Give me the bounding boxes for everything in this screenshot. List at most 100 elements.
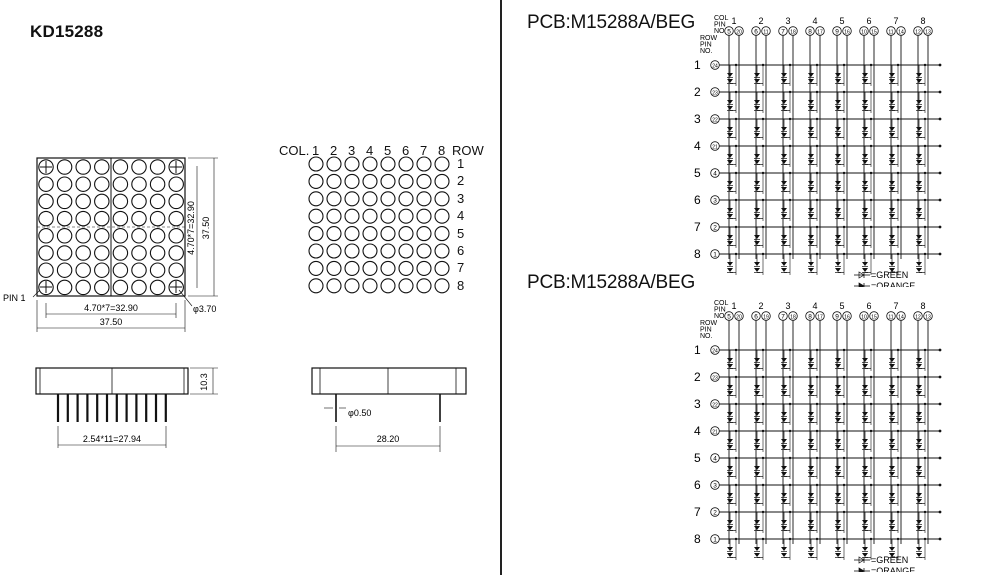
side-view: 10.3 2.54*11=27.94 [35,367,218,448]
row-junction [938,483,942,487]
row-pin-header: ROW [700,320,718,327]
led-cell [781,429,792,452]
matrix-led [434,191,450,207]
led-dot [168,245,184,261]
matrix-row-number: 1 [457,156,465,171]
led-cell [862,402,873,425]
matrix-led [344,278,360,294]
col-pin-number: 14 [898,30,904,36]
col-pin-header: NO [714,313,725,320]
led-cell [862,456,873,479]
led-cell [889,252,900,275]
led-cell [808,402,819,425]
legend-text: =ORANGE [871,566,915,572]
matrix-led [398,173,414,189]
led-cell [916,144,927,167]
row-pin-number: 22 [712,118,718,124]
led-cell [889,144,900,167]
schematic-row-number: 4 [694,139,701,153]
matrix-led [362,278,378,294]
led-cell [754,402,765,425]
led-cell [808,483,819,506]
matrix-led [362,191,378,207]
led-dot [38,176,54,192]
col-pin-number: 6 [754,314,758,321]
matrix-led [434,226,450,242]
col-pin-circle [859,311,869,321]
row-pin-circle [710,195,720,205]
row-junction [938,402,942,406]
led-cell [727,171,738,194]
schematic-col-number: 5 [839,301,844,311]
col-pin-circle [859,26,869,36]
col-pin-number: 9 [835,314,839,321]
led-dot [56,245,73,261]
led-cell [781,483,792,506]
led-cell [754,198,765,221]
led-cell [916,375,927,398]
led-dot [131,176,147,192]
led-dot [94,176,110,192]
led-cell [781,348,792,371]
row-junction [938,144,942,148]
legend-text: =GREEN [871,555,908,565]
led-cell [889,198,900,221]
led-dot [75,279,91,296]
led-cell [808,375,819,398]
col-pin-circle [734,311,744,321]
led-cell [862,198,873,221]
matrix-led [380,278,396,294]
col-pin-number: 19 [763,315,769,321]
row-junction [938,252,942,256]
col-pin-circle [886,311,896,321]
matrix-col-label: COL. [279,143,310,158]
col-pin-header: NO [714,28,725,35]
led-dot [149,245,166,261]
led-dot [149,210,166,227]
led-cell [754,90,765,113]
schematic-col-number: 6 [866,301,871,311]
legend-green: =GREEN [854,270,908,280]
col-pin-number: 13 [925,315,931,321]
matrix-col-number: 1 [312,143,320,158]
col-pin-circle [832,311,842,321]
matrix-row-number: 6 [457,243,465,258]
led-cell [727,429,738,452]
led-cell [916,198,927,221]
led-cell [754,225,765,248]
col-pin-header: COL [714,15,729,22]
row-junction [938,90,942,94]
led-cell [754,483,765,506]
led-cell [781,375,792,398]
led-cell [727,198,738,221]
schematic-row-number: 2 [694,85,701,99]
led-cell [808,510,819,533]
schematic-a-title: PCB:M15288A/BEG [527,12,696,33]
led-cell [835,348,846,371]
schematic-col-number: 8 [920,301,925,311]
part-number: KD15288 [30,22,104,41]
led-cell [916,402,927,425]
matrix-col-number: 4 [366,143,374,158]
end-body [311,367,467,395]
matrix-row-number: 3 [457,190,465,206]
matrix-led [326,278,342,294]
row-pin-header: NO. [700,333,713,340]
led-dot [112,228,129,244]
row-pin-circle [710,114,720,124]
led-dot [149,193,166,210]
led-dot [112,210,129,227]
led-dot [112,159,129,175]
row-pin-number: 3 [713,483,717,490]
col-pin-number: 17 [817,315,823,321]
matrix-row-label: ROW [452,143,484,158]
led-cell [781,198,792,221]
led-cell [754,171,765,194]
schematic-row-number: 7 [694,505,701,519]
led-dot [56,262,73,278]
led-dot [75,159,91,175]
matrix-led [416,260,432,276]
side-pins [56,394,167,422]
led-cell [808,117,819,140]
row-junction [938,63,942,67]
